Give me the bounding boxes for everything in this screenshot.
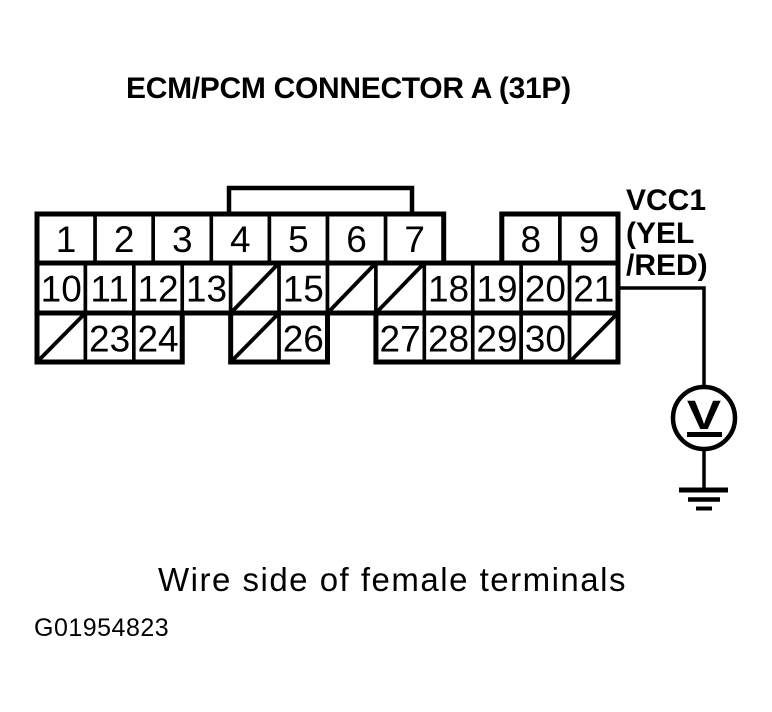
pin-number-13: 13 — [186, 269, 227, 310]
vcc1-label-line3: /RED) — [626, 249, 708, 282]
ground-symbol — [679, 487, 728, 511]
pin-number-29: 29 — [476, 319, 517, 360]
pin-number-15: 15 — [283, 269, 324, 310]
row3-block-outline — [228, 310, 331, 365]
blank-cell-slash — [570, 313, 618, 362]
blank-cell-slash — [37, 313, 85, 362]
blank-cell-slash — [376, 263, 424, 313]
pin-cell-30 — [519, 311, 572, 364]
pin-number-28: 28 — [428, 319, 469, 360]
blank-cell-slash — [231, 263, 279, 313]
pin-number-8: 8 — [521, 219, 542, 260]
pin-number-24: 24 — [137, 319, 178, 360]
pin-number-27: 27 — [380, 319, 421, 360]
pin-number-11: 11 — [90, 269, 128, 310]
pin-cell-4 — [209, 212, 272, 265]
vcc1-label-line1: VCC1 — [626, 184, 707, 217]
row3-block-outline — [373, 310, 621, 365]
blank-cell-slash — [328, 263, 376, 313]
pin-cell-2 — [93, 212, 155, 265]
pin-number-23: 23 — [89, 319, 130, 360]
pin-number-30: 30 — [525, 319, 566, 360]
pin-number-4: 4 — [230, 219, 251, 260]
pin-number-19: 19 — [476, 269, 517, 310]
pin-number-1: 1 — [56, 219, 77, 260]
vcc1-test-wire — [618, 286, 706, 387]
pin-number-2: 2 — [114, 219, 135, 260]
row3-block-outline — [34, 310, 185, 365]
blank-cell-slash — [231, 313, 279, 362]
pin-number-20: 20 — [525, 269, 566, 310]
pin-number-6: 6 — [346, 219, 367, 260]
pin-number-26: 26 — [283, 319, 324, 360]
pin-number-12: 12 — [137, 269, 178, 310]
pin-cell-13 — [180, 261, 233, 315]
pin-number-21: 21 — [573, 269, 614, 310]
connector-key-tab — [226, 185, 415, 218]
pin-number-3: 3 — [172, 219, 193, 260]
voltmeter-symbol: V — [687, 392, 721, 438]
pin-number-5: 5 — [288, 219, 309, 260]
vcc1-wire-label: VCC1 (YEL /RED) — [626, 184, 708, 283]
pin-number-9: 9 — [579, 219, 600, 260]
wire-side-caption: Wire side of female terminals — [158, 561, 627, 598]
pin-number-18: 18 — [428, 269, 469, 310]
pin-number-7: 7 — [404, 219, 425, 260]
diagram-title: ECM/PCM CONNECTOR A (31P) — [126, 72, 571, 105]
pin-number-10: 10 — [41, 269, 82, 310]
figure-id: G01954823 — [34, 614, 170, 642]
vcc1-label-line2: (YEL — [626, 216, 695, 250]
